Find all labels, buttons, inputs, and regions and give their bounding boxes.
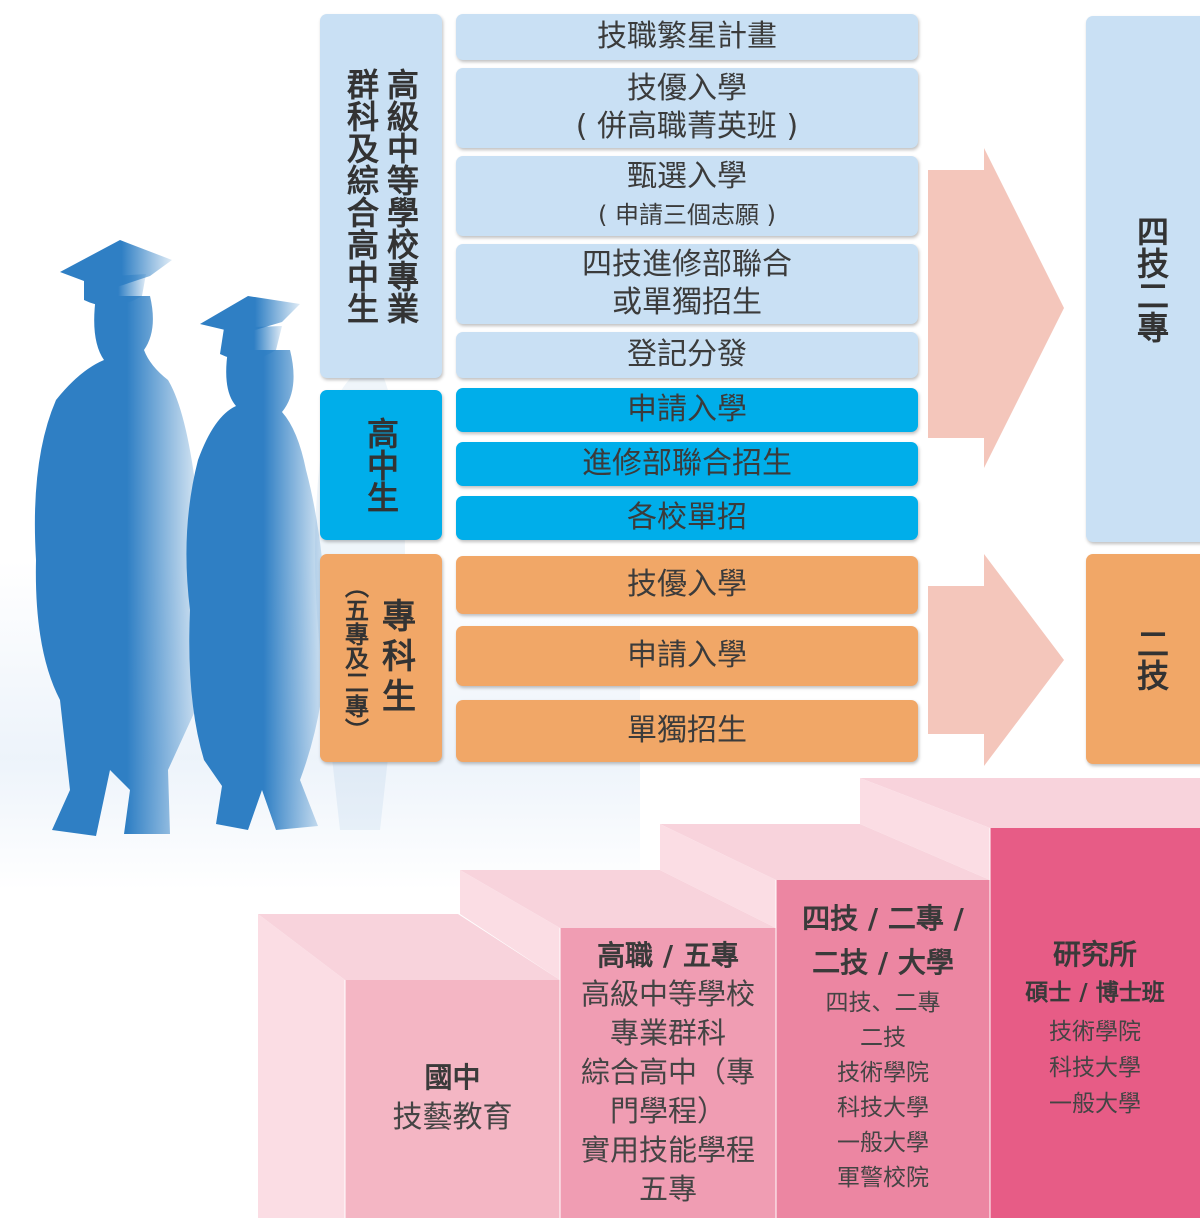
stair-graduate-heading: 研究所 — [1052, 938, 1137, 971]
route-college-independent-label: 單獨招生 — [627, 713, 747, 748]
route-hs-school-independent-label: 各校單招 — [627, 500, 747, 535]
stair-senior-vocational-line: 實用技能學程 — [580, 1133, 755, 1167]
stair-graduate-line: 技術學院 — [1049, 1019, 1141, 1045]
route-continuing-joint-line1: 四技進修部聯合 — [582, 247, 792, 282]
stair-graduate-line: 科技大學 — [1049, 1055, 1141, 1081]
route-registration-allocation: 登記分發 — [456, 332, 918, 378]
route-selection-admission-line1: 甄選入學 — [627, 159, 747, 194]
route-college-excellence: 技優入學 — [456, 556, 918, 614]
route-selection-admission-line2: ( 申請三個志願 ) — [598, 201, 776, 229]
stair-university-heading-line2: 二技 / 大學 — [812, 946, 954, 979]
group-label-vocational: 高級中等學校專業 群科及綜合高中生 — [320, 14, 442, 378]
group-label-highschool: 高中生 — [320, 390, 442, 540]
stair-graduate-lines: 技術學院 科技大學 一般大學 — [1049, 1014, 1141, 1122]
stair-graduate: 研究所 碩士 / 博士班 技術學院 科技大學 一般大學 — [990, 936, 1200, 1122]
stair-graduate-subheading: 碩士 / 博士班 — [1025, 980, 1165, 1006]
arrow-to-two-year — [928, 554, 1064, 766]
stair-junior-high-heading: 國中 — [424, 1061, 481, 1094]
route-star-plan: 技職繁星計畫 — [456, 14, 918, 60]
stair-university: 四技 / 二專 / 二技 / 大學 四技、二專 二技 技術學院 科技大學 一般大… — [776, 898, 990, 1196]
route-hs-continuing-joint: 進修部聯合招生 — [456, 442, 918, 486]
route-continuing-joint-line2: 或單獨招生 — [612, 285, 762, 320]
route-selection-admission: 甄選入學 ( 申請三個志願 ) — [456, 156, 918, 236]
route-star-plan-label: 技職繁星計畫 — [597, 19, 777, 54]
stair-senior-vocational-line: 高級中等學校 — [580, 977, 755, 1011]
stair-graduate-line: 一般大學 — [1049, 1091, 1141, 1117]
group-label-vocational-col2: 群科及綜合高中生 — [342, 68, 380, 324]
destination-four-two-year-label: 四技二專 — [1132, 215, 1170, 343]
route-college-application-label: 申請入學 — [627, 638, 747, 673]
stair-university-line: 一般大學 — [837, 1130, 929, 1156]
stair-senior-vocational-line: 五專 — [638, 1172, 697, 1206]
education-staircase — [258, 778, 1200, 1218]
route-college-independent: 單獨招生 — [456, 700, 918, 762]
stair-university-line: 軍警校院 — [837, 1165, 929, 1191]
route-registration-allocation-label: 登記分發 — [627, 337, 747, 372]
route-college-excellence-label: 技優入學 — [627, 567, 747, 602]
group-label-college-col2: （五專及二專） — [340, 574, 369, 742]
stair-senior-vocational-line: 門學程） — [609, 1094, 726, 1128]
stair-senior-vocational: 高職 / 五專 高級中等學校 專業群科 綜合高中（專 門學程） 實用技能學程 五… — [560, 936, 776, 1209]
destination-two-year-label: 二技 — [1132, 627, 1170, 691]
route-hs-application-label: 申請入學 — [627, 392, 747, 427]
route-continuing-joint: 四技進修部聯合 或單獨招生 — [456, 244, 918, 324]
stair-junior-high-line: 技藝教育 — [392, 1100, 513, 1135]
stair-university-lines: 四技、二專 二技 技術學院 科技大學 一般大學 軍警校院 — [826, 986, 941, 1196]
destination-two-year: 二技 — [1086, 554, 1200, 764]
stair-senior-vocational-line: 專業群科 — [609, 1016, 726, 1050]
route-college-application: 申請入學 — [456, 626, 918, 686]
stair-university-heading-line1: 四技 / 二專 / — [802, 902, 964, 935]
stair-university-line: 二技 — [860, 1025, 906, 1051]
destination-four-two-year: 四技二專 — [1086, 16, 1200, 542]
group-label-college-col1: 專科生 — [375, 598, 416, 718]
group-label-highschool-text: 高中生 — [362, 417, 400, 513]
stair-university-line: 四技、二專 — [825, 990, 941, 1016]
arrow-to-four-two-year — [928, 148, 1064, 468]
route-hs-school-independent: 各校單招 — [456, 496, 918, 540]
stair-university-line: 技術學院 — [837, 1060, 929, 1086]
stair-university-line: 科技大學 — [837, 1095, 929, 1121]
route-excellence-admission: 技優入學 ( 併高職菁英班 ) — [456, 68, 918, 148]
stair-junior-high: 國中 技藝教育 — [345, 1058, 560, 1138]
stair-senior-vocational-heading: 高職 / 五專 — [597, 939, 739, 972]
stair-senior-vocational-line: 綜合高中（專 — [580, 1055, 755, 1089]
route-hs-application: 申請入學 — [456, 388, 918, 432]
route-excellence-admission-line1: 技優入學 — [627, 71, 747, 106]
group-label-vocational-col1: 高級中等學校專業 — [382, 68, 420, 324]
route-excellence-admission-line2: ( 併高職菁英班 ) — [575, 109, 799, 144]
group-label-college: 專科生 （五專及二專） — [320, 554, 442, 762]
route-hs-continuing-joint-label: 進修部聯合招生 — [582, 446, 792, 481]
